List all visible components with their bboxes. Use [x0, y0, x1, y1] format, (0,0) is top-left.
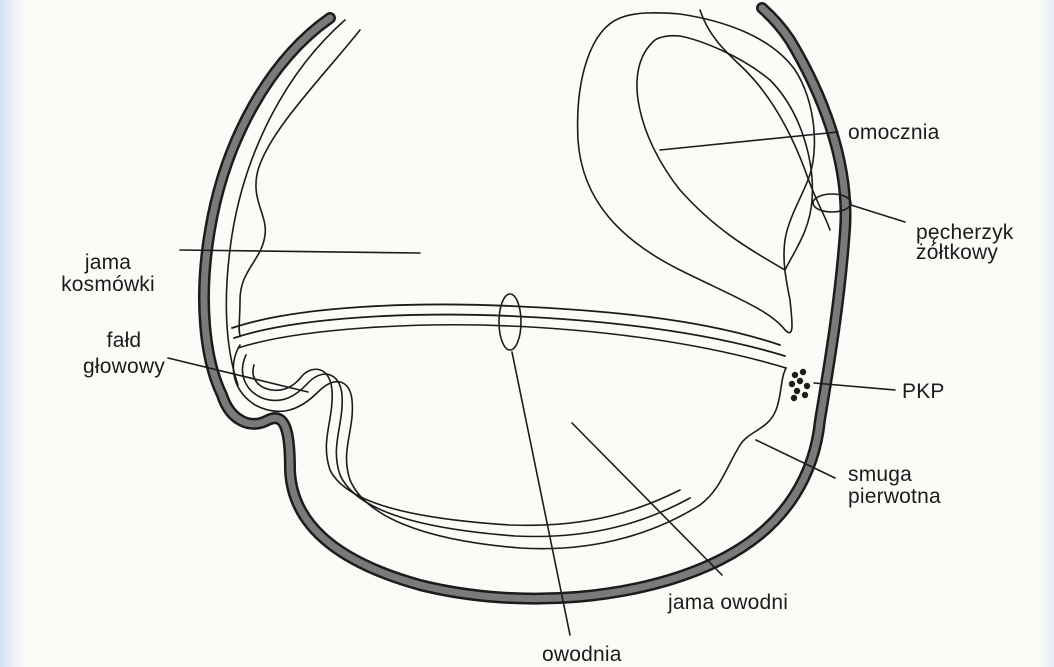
leader-jama-kosmowki	[180, 250, 420, 253]
stalk-upper-line-1	[232, 305, 780, 345]
label-fald-line2: głowowy	[74, 356, 174, 378]
top-left-membrane	[239, 30, 360, 335]
label-owodnia-text: owodnia	[542, 644, 622, 666]
label-smuga-pierwotna: smuga pierwotna	[848, 464, 941, 508]
head-fold-middle	[243, 355, 690, 537]
chorion-inner-line	[226, 20, 345, 385]
label-omocznia: omocznia	[848, 122, 939, 144]
label-jama-owodni: jama owodni	[668, 592, 788, 614]
label-smuga-line1: smuga	[848, 464, 941, 486]
label-jama-kosmowki-line2: kosmówki	[38, 274, 178, 296]
stalk-lower-line	[238, 325, 786, 368]
label-fald-line1: fałd	[74, 330, 174, 352]
label-jama-owodni-text: jama owodni	[668, 592, 788, 614]
label-pecherzyk-line2: żółtkowy	[916, 242, 1014, 264]
label-owodnia: owodnia	[542, 644, 622, 666]
label-pkp: PKP	[902, 381, 945, 403]
label-jama-kosmowki: jama kosmówki	[38, 252, 178, 296]
label-jama-kosmowki-line1: jama	[38, 252, 178, 274]
label-pecherzyk-zoltkowy: pęcherzyk żółtkowy	[916, 222, 1014, 264]
leader-pecherzyk	[851, 205, 905, 222]
label-pkp-text: PKP	[902, 381, 945, 403]
head-fold-inner	[253, 365, 680, 525]
leader-smuga	[756, 440, 835, 478]
pkp-dots	[789, 369, 810, 401]
label-omocznia-text: omocznia	[848, 122, 939, 144]
label-fald-glowowy: fałd głowowy	[74, 330, 174, 378]
allantois-outline	[578, 13, 815, 333]
leader-omocznia	[660, 132, 838, 150]
stalk-ellipse	[499, 294, 521, 350]
leader-jama-owodni	[572, 423, 722, 575]
label-smuga-line2: pierwotna	[848, 486, 941, 508]
amnion-right-boundary	[700, 368, 786, 505]
